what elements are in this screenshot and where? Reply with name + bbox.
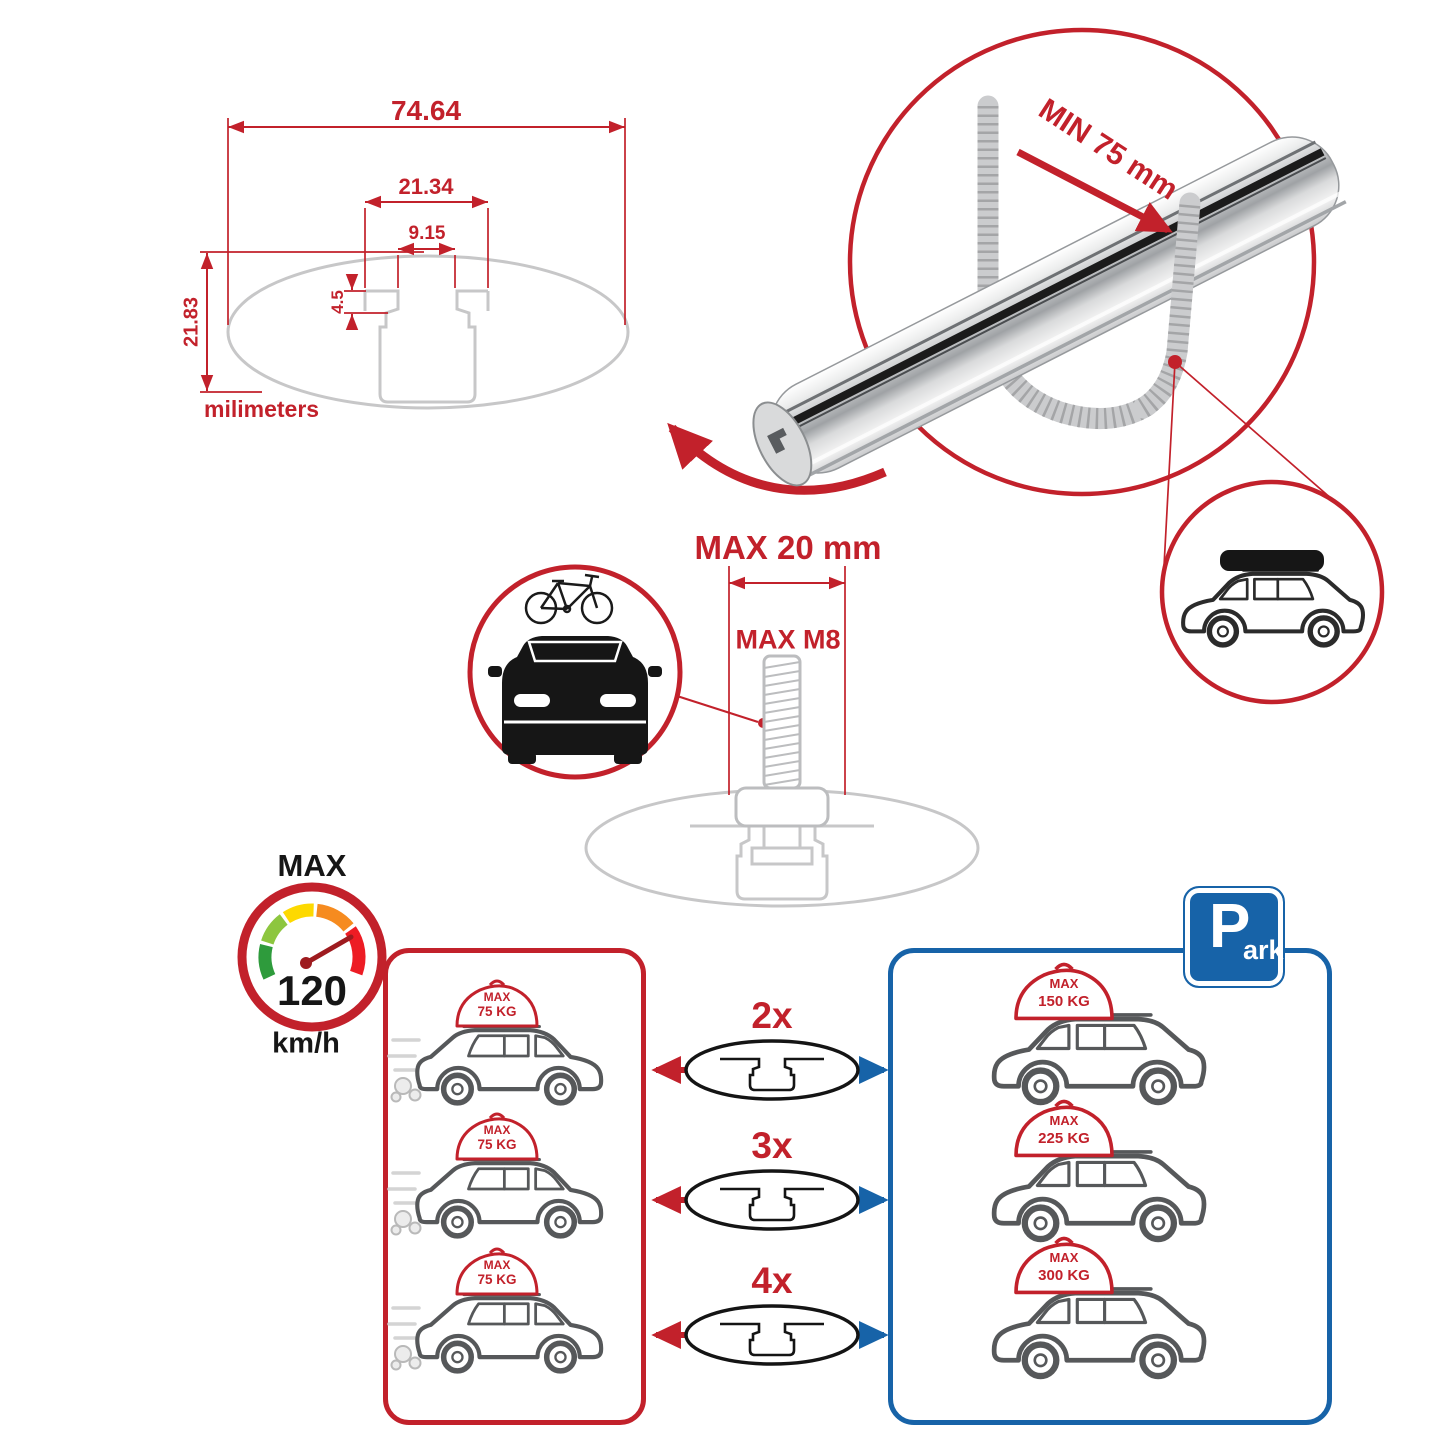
units-label: milimeters	[204, 396, 320, 422]
suv-car	[417, 1027, 601, 1103]
roof-bag	[1014, 1236, 1114, 1295]
gauge-needle	[303, 934, 354, 966]
cross-section-drawing	[226, 254, 630, 410]
crossbar-icon	[684, 1039, 860, 1101]
parked-car-3: MAX 300 KG	[994, 1236, 1204, 1376]
suv-car	[417, 1295, 601, 1371]
motion-lines	[387, 1171, 421, 1205]
dim-lip-depth: 4.5	[328, 290, 347, 314]
roof-box-load: 75 KG	[477, 1137, 516, 1152]
roof-box-max: MAX	[484, 1258, 511, 1272]
exhaust-smoke	[390, 1210, 422, 1236]
roof-bag-max: MAX	[1050, 976, 1079, 991]
speed-units: km/h	[272, 1027, 340, 1060]
roof-box-max: MAX	[484, 1123, 511, 1137]
crossbar-count-2x: 2x	[751, 995, 793, 1036]
max-clamp-label: MAX 20 mm	[694, 529, 882, 566]
driving-car-1: MAX 75 KG	[387, 979, 601, 1103]
suv-car	[417, 1160, 601, 1236]
bicycle-icon	[524, 573, 614, 625]
roof-box-load: 75 KG	[477, 1004, 516, 1019]
driving-car-3: MAX 75 KG	[387, 1247, 601, 1371]
bolt-leader-line	[676, 694, 759, 724]
crossbar-icon	[684, 1304, 860, 1366]
multiplier-row-3	[651, 1304, 889, 1366]
roof-bag	[1014, 1099, 1114, 1158]
roof-bag-load: 300 KG	[1038, 1267, 1090, 1284]
clamp-strap-front	[1132, 192, 1201, 419]
dim-channel-outer: 21.34	[398, 174, 454, 199]
suv-car	[994, 1289, 1204, 1376]
bar-ellipse-outline	[226, 254, 630, 410]
bike-car-circle	[467, 564, 768, 780]
cross-section-dimensions	[200, 118, 626, 393]
dim-channel-slot: 9.15	[408, 223, 446, 244]
parked-car-1: MAX 150 KG	[994, 962, 1204, 1102]
dim-total-height: 21.83	[180, 296, 203, 348]
exhaust-smoke	[390, 1077, 422, 1103]
crossbar-count-4x: 4x	[751, 1260, 793, 1301]
bolt-slot-profile	[690, 824, 874, 901]
t-nut	[750, 826, 814, 866]
dim-total-width: 74.64	[390, 95, 462, 126]
callout-lines	[1162, 361, 1342, 586]
profile-side-ticks	[363, 291, 490, 311]
bar-magnifier	[752, 27, 1347, 586]
min-clamp-arrow	[1016, 148, 1173, 234]
parked-car-2: MAX 225 KG	[994, 1099, 1204, 1239]
max-thread-label: MAX M8	[735, 624, 841, 655]
speedometer	[237, 882, 387, 1032]
parking-sign: P ark	[1183, 886, 1285, 988]
driving-car-2: MAX 75 KG	[387, 1112, 601, 1236]
roof-bag-load: 225 KG	[1038, 1130, 1090, 1147]
roof-box-max: MAX	[484, 990, 511, 1004]
roof-box-load: 75 KG	[477, 1272, 516, 1287]
suv-roofbox-circle	[1159, 479, 1385, 705]
exhaust-smoke	[390, 1345, 422, 1371]
speed-value: 120	[276, 967, 348, 1014]
crossbar-icon	[684, 1169, 860, 1231]
car-front-icon	[488, 636, 662, 764]
gauge-pivot	[300, 957, 312, 969]
multiplier-row-2	[651, 1169, 889, 1231]
speed-max-title: MAX	[277, 848, 347, 883]
roof-bag-max: MAX	[1050, 1113, 1079, 1128]
crossbar-count-3x: 3x	[751, 1125, 793, 1166]
motion-lines	[387, 1038, 421, 1072]
gauge-arc	[258, 903, 366, 980]
roof-cargo-box	[1220, 550, 1324, 571]
suv-car	[994, 1015, 1204, 1102]
roof-bag	[1014, 962, 1114, 1021]
parking-sign-suffix: ark	[1243, 935, 1284, 965]
roof-bag-max: MAX	[1050, 1250, 1079, 1265]
t-slot-profile	[365, 289, 488, 404]
threaded-stud	[762, 654, 802, 790]
bolt-drawing	[584, 566, 980, 908]
suv-car	[994, 1152, 1204, 1239]
roof-bag-load: 150 KG	[1038, 993, 1090, 1010]
parking-sign-letter: P	[1209, 892, 1251, 961]
bolt-collar	[734, 786, 830, 828]
multiplier-row-1	[651, 1039, 889, 1101]
motion-lines	[387, 1306, 421, 1340]
zoom-arrow	[667, 422, 887, 495]
